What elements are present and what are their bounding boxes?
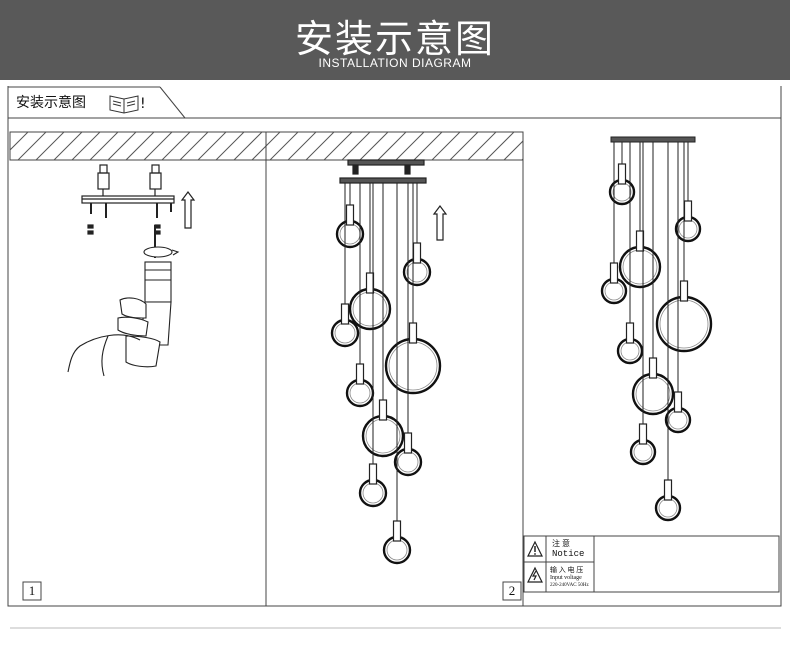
lamp-b-rings	[600, 142, 713, 522]
notice-heading-cn: 注 意	[552, 539, 570, 548]
pendant-ring	[608, 142, 636, 206]
pendant-ring	[618, 142, 662, 289]
pendant-ring	[330, 183, 360, 348]
voltage-heading-cn: 输 入 电 压	[550, 566, 584, 574]
diagram-frame	[7, 86, 782, 629]
ceiling-hatch	[9, 131, 524, 161]
exclamation-icon: !	[140, 96, 146, 112]
pendant-ring	[393, 183, 423, 477]
pendant-ring	[335, 183, 365, 249]
drill-hand-illustration	[67, 225, 180, 377]
voltage-value: 220-240VAC 50Hz	[550, 583, 589, 588]
pendant-ring	[631, 142, 675, 416]
title-en: INSTALLATION DIAGRAM	[318, 56, 472, 70]
header-banner: 安装示意图 INSTALLATION DIAGRAM	[0, 0, 790, 80]
book-icon	[109, 95, 139, 114]
pendant-ring	[382, 183, 412, 565]
notice-heading-en: Notice	[552, 549, 585, 559]
pendant-ring	[654, 142, 682, 522]
title-cn: 安装示意图	[294, 17, 495, 61]
pendant-ring	[616, 142, 644, 365]
panel-number-box-2	[502, 581, 522, 601]
pendant-ring	[358, 183, 388, 508]
panel-dividers	[265, 132, 524, 606]
notice-table	[523, 535, 780, 593]
voltage-heading-en: Input voltage	[550, 575, 582, 581]
up-arrow-icon	[180, 191, 196, 229]
pendant-ring	[361, 183, 405, 458]
pendant-ring	[664, 142, 692, 434]
pendant-ring	[384, 183, 442, 395]
ceiling-plate-assembly	[81, 164, 175, 235]
electric-hazard-icon	[527, 566, 543, 583]
pendant-ring	[600, 142, 628, 305]
pendant-ring	[402, 183, 432, 287]
warning-icon	[527, 540, 543, 557]
lamp-a-canopy	[339, 159, 427, 184]
pendant-ring	[629, 142, 657, 466]
panel-number-1: 1	[28, 583, 36, 598]
up-arrow-icon-2	[432, 205, 448, 241]
panel-number-box-1	[22, 581, 42, 601]
pendant-ring	[655, 142, 713, 353]
pendant-ring	[674, 142, 702, 243]
lamp-a-rings	[330, 183, 442, 565]
pendant-ring	[348, 183, 392, 331]
panel-number-2: 2	[508, 583, 516, 598]
diagram-tab-label: 安装示意图	[16, 95, 86, 111]
lamp-b-canopy	[610, 136, 696, 143]
